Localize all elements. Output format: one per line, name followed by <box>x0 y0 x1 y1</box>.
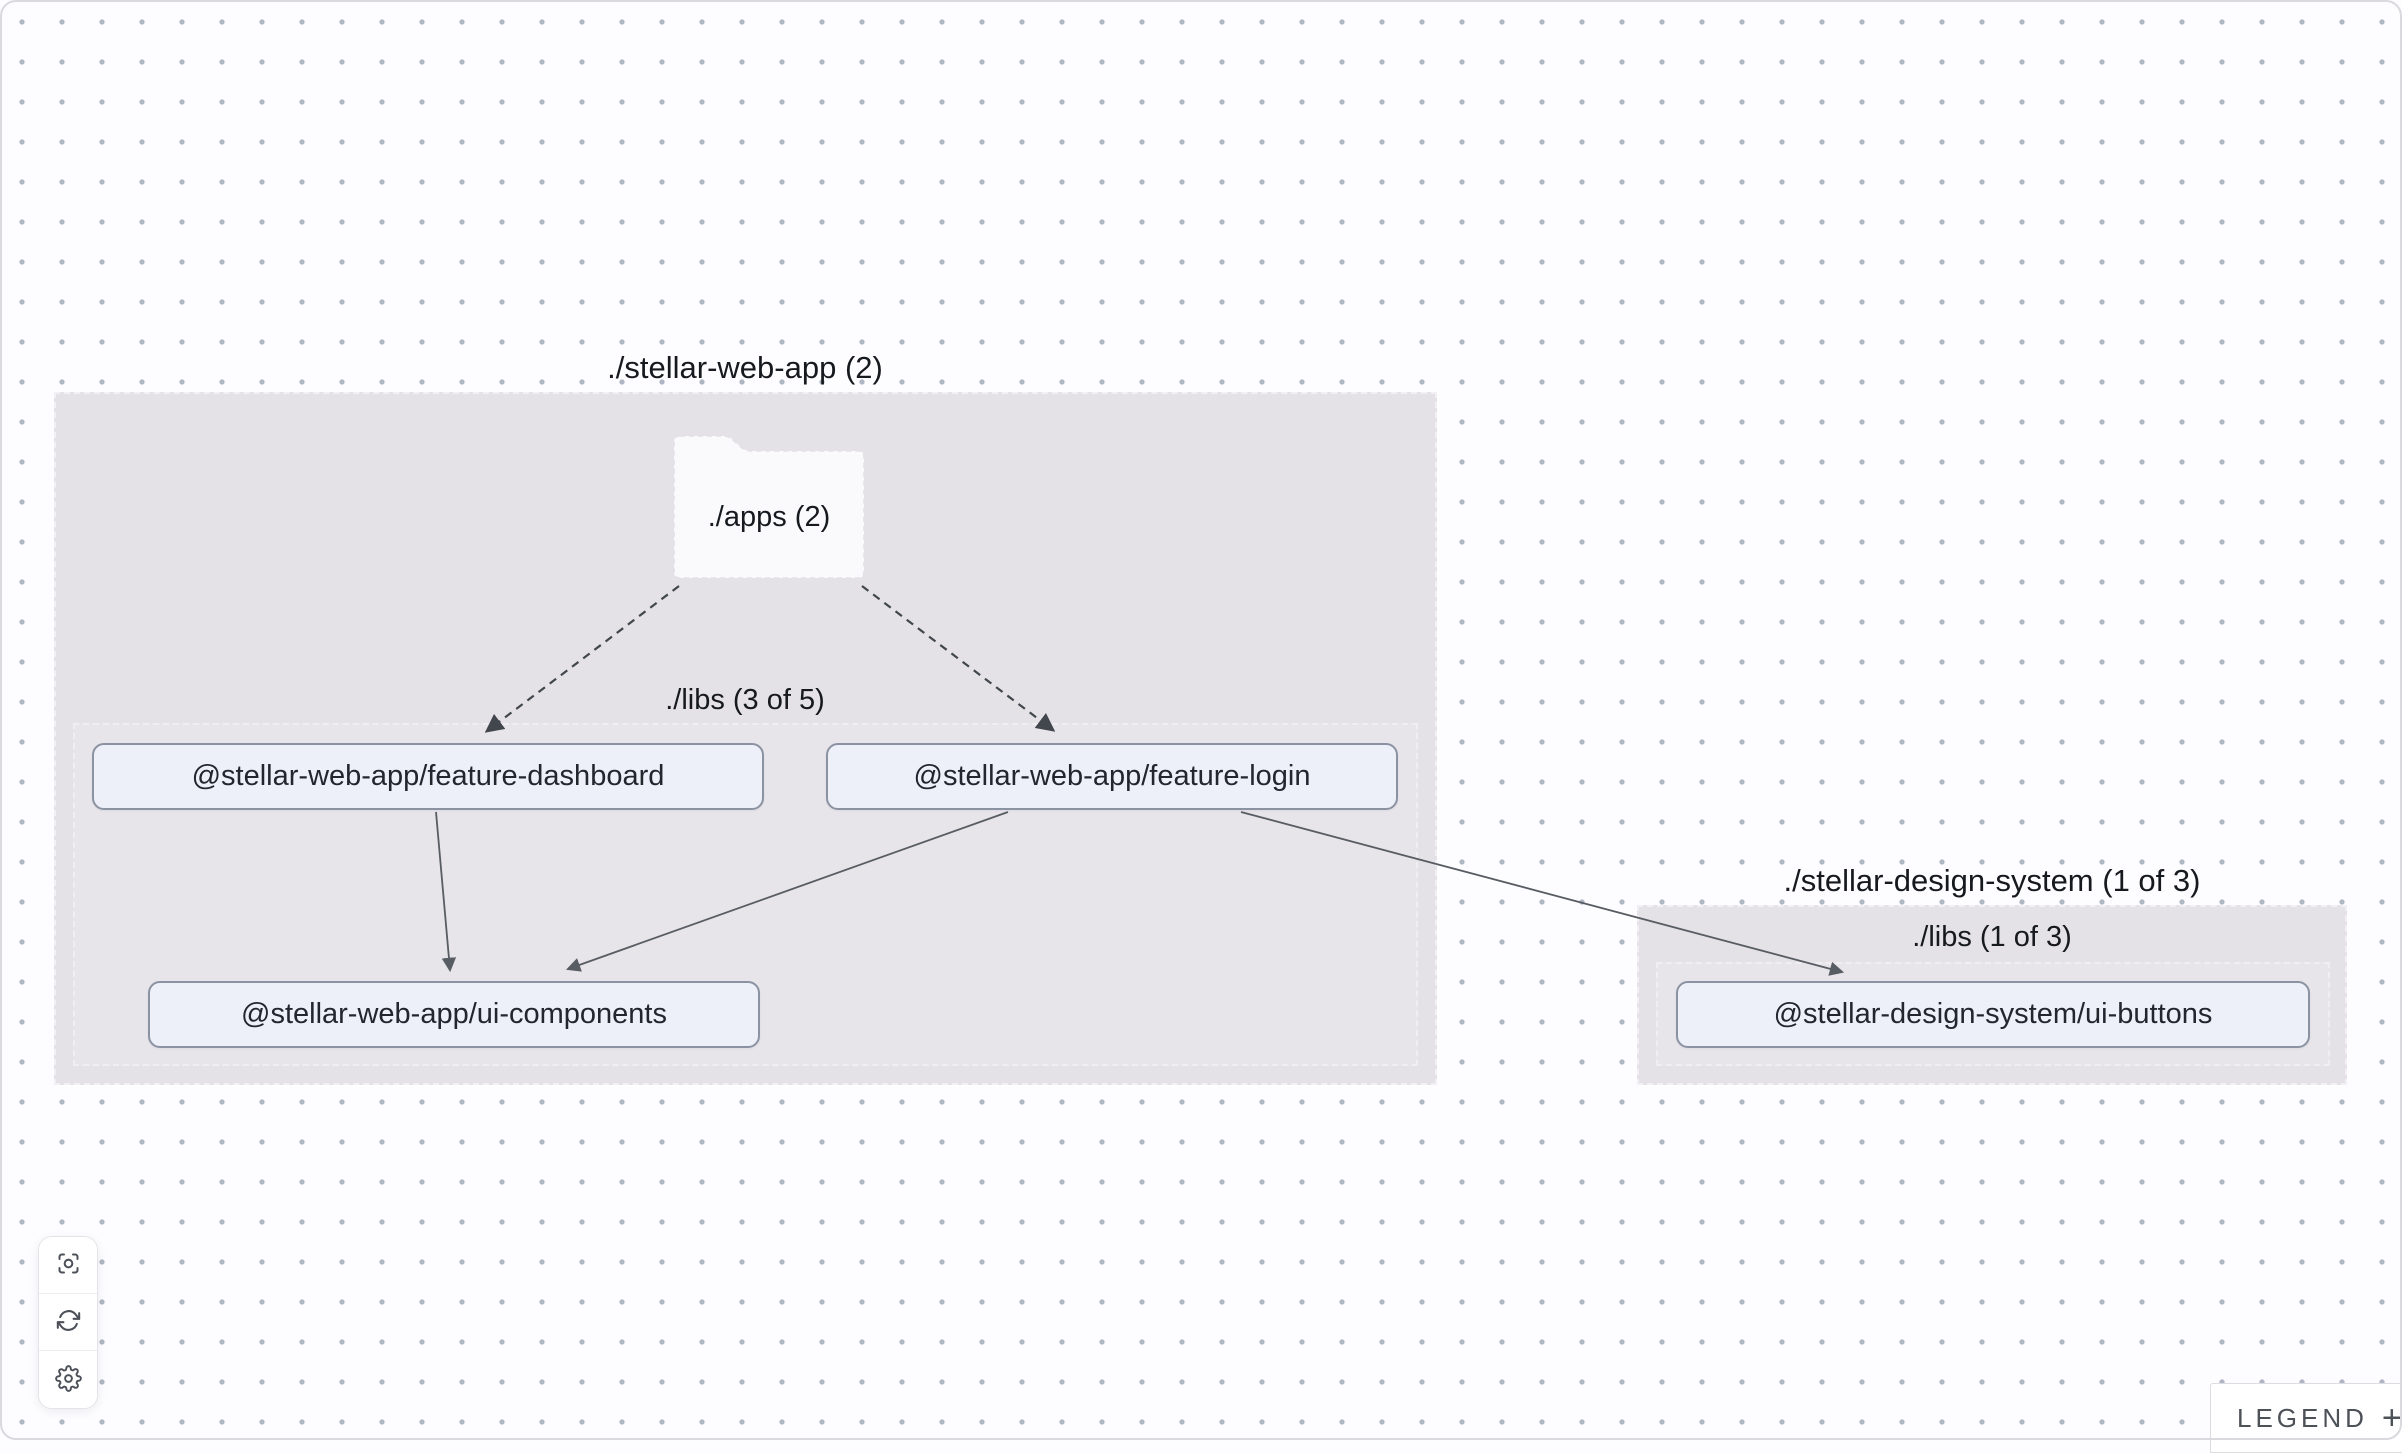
plus-icon: + <box>2381 1398 2402 1437</box>
edge-apps-to-feature-login <box>861 585 1056 732</box>
node-feature-dashboard[interactable]: @stellar-web-app/feature-dashboard <box>92 743 764 810</box>
node-ui-components[interactable]: @stellar-web-app/ui-components <box>148 981 760 1048</box>
node-feature-login[interactable]: @stellar-web-app/feature-login <box>826 743 1398 810</box>
edge-feature-login-to-ui-buttons <box>1240 811 1845 976</box>
folder-icon <box>673 435 865 579</box>
legend-label: LEGEND <box>2237 1402 2368 1433</box>
legend-toggle-button[interactable]: LEGEND + <box>2210 1383 2402 1453</box>
group-label-stellar-web-app: ./stellar-web-app (2) <box>607 350 883 385</box>
node-label: @stellar-design-system/ui-buttons <box>1773 998 2213 1030</box>
node-label: @stellar-web-app/feature-dashboard <box>191 760 665 792</box>
edge-feature-dashboard-to-ui-components <box>435 811 457 973</box>
refresh-graph-button[interactable] <box>39 1294 97 1351</box>
settings-gear-icon <box>54 1364 82 1395</box>
node-label: @stellar-web-app/ui-components <box>241 998 667 1030</box>
group-label-stellar-design-system: ./stellar-design-system (1 of 3) <box>1783 863 2201 898</box>
focus-viewfinder-icon <box>55 1250 82 1280</box>
group-label-stellar-web-app-libs: ./libs (3 of 5) <box>665 684 825 716</box>
graph-toolbar <box>38 1236 98 1409</box>
settings-button[interactable] <box>39 1351 97 1408</box>
folder-node-label: ./apps (2) <box>707 500 831 533</box>
folder-node-apps[interactable]: ./apps (2) <box>668 430 870 584</box>
refresh-cycle-icon <box>55 1307 82 1337</box>
focus-reset-button[interactable] <box>39 1237 97 1294</box>
edge-feature-login-to-ui-components <box>565 811 1009 972</box>
node-label: @stellar-web-app/feature-login <box>913 760 1311 792</box>
group-label-stellar-design-system-libs: ./libs (1 of 3) <box>1912 921 2072 953</box>
node-ui-buttons[interactable]: @stellar-design-system/ui-buttons <box>1676 981 2310 1048</box>
edge-apps-to-feature-dashboard <box>484 585 680 733</box>
